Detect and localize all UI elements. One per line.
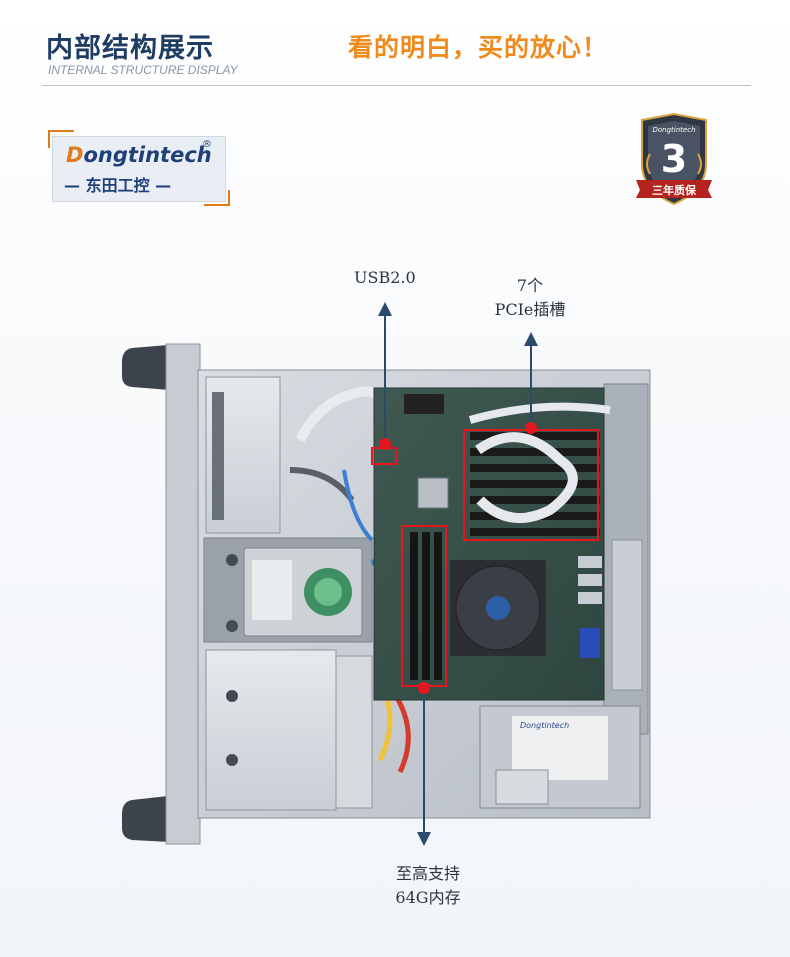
badge-brand: Dongtintech (652, 126, 695, 134)
psu-bracket (495, 769, 549, 805)
hdd-screw (226, 554, 238, 566)
memory-marker-dot (418, 682, 430, 694)
front-handle-top (122, 345, 170, 390)
laurel-right (697, 153, 702, 175)
logo-frame-corner (48, 130, 74, 148)
psu-label (512, 716, 608, 780)
cpu-fan-hub (486, 596, 510, 620)
rear-io-shield (611, 539, 643, 691)
page-subtitle: INTERNAL STRUCTURE DISPLAY (48, 63, 238, 77)
badge-shield-inner (648, 121, 700, 196)
cage-screw (226, 754, 238, 766)
pcie-callout-count: 7个 (516, 276, 544, 295)
chipset-heatsink (417, 477, 449, 509)
memory-callout-line2: 64G内存 (395, 888, 461, 907)
header-divider (42, 85, 751, 86)
logo-frame-corner (204, 190, 230, 206)
rear-port (578, 592, 602, 604)
brand-name-rest: ongtintech (83, 143, 212, 167)
page-title: 内部结构展示 (46, 33, 214, 64)
slogan: 看的明白，买的放心！ (348, 33, 609, 62)
memory-arrow-head (417, 832, 431, 846)
usb-arrow-head (378, 302, 392, 316)
rear-port (578, 574, 602, 586)
usb-marker-dot (379, 438, 391, 450)
drive-cage (205, 649, 337, 811)
ribbon-cables (475, 432, 578, 523)
brand-initial: D (66, 143, 84, 167)
front-handle-bottom (122, 796, 170, 842)
badge-ribbon (636, 180, 712, 198)
memory-callout-line1: 至高支持 (395, 864, 460, 883)
hdd-screw (226, 620, 238, 632)
ribbon-cable (468, 402, 611, 424)
badge-number: 3 (661, 137, 687, 181)
hdd-label (252, 560, 292, 620)
warranty-badge: Dongtintech 3 三年质保 (636, 112, 712, 206)
cage-screw (226, 690, 238, 702)
rear-port (578, 556, 602, 568)
pcie-arrow-head (524, 332, 538, 346)
front-panel (165, 343, 201, 845)
bay-latch (212, 392, 224, 520)
badge-text: 三年质保 (652, 183, 697, 197)
cage-side (335, 655, 373, 809)
board-connector (404, 394, 444, 414)
pcie-marker-dot (525, 422, 537, 434)
usb-callout-label: USB2.0 (354, 268, 416, 287)
registered-mark: ® (202, 139, 212, 150)
brand-logo (52, 136, 226, 202)
brand-subtitle: — 东田工控 — (64, 176, 172, 195)
pcie-callout-label: PCIe插槽 (494, 300, 566, 319)
hdd-label-logo-inner (314, 578, 342, 606)
memory-slots (410, 532, 442, 680)
vga-port (580, 628, 600, 658)
laurel-left (646, 153, 651, 175)
brand-wordmark: Dongtintech (66, 143, 212, 167)
sata-cable (342, 469, 374, 542)
psu-brand: Dongtintech (520, 721, 569, 730)
